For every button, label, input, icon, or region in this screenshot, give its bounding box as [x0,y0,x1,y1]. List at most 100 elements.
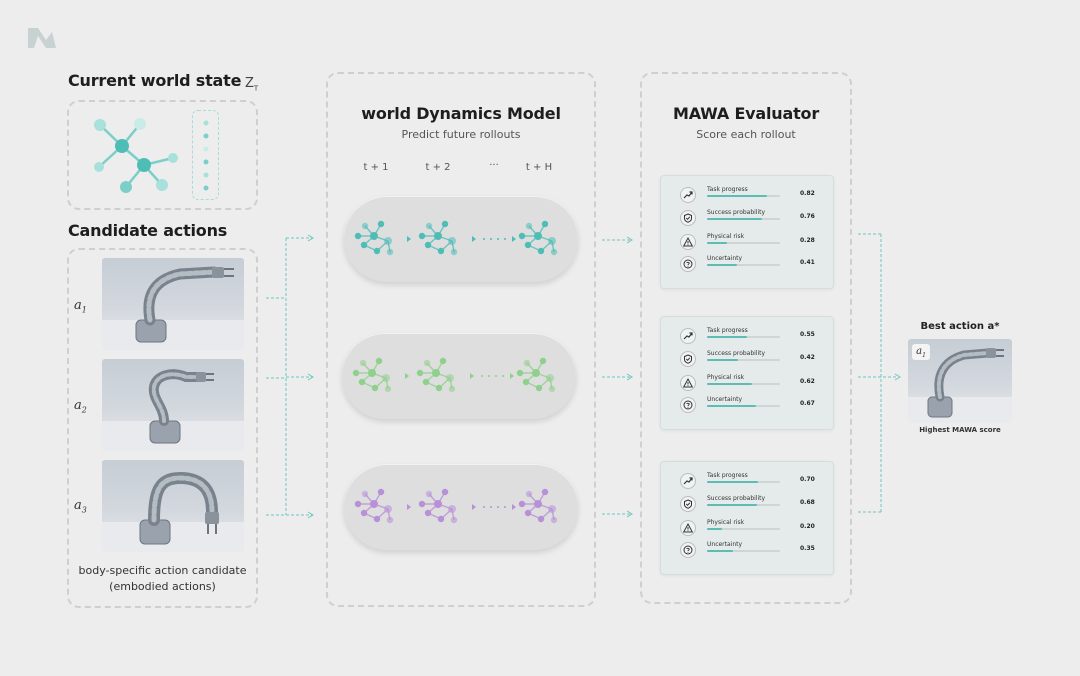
graph-node [523,359,531,367]
graph-node [446,374,454,382]
action-thumbnail-2 [102,359,244,451]
actions-to-dynamics-connector [266,234,314,519]
logo-icon [28,28,56,48]
graph-node [537,515,545,523]
graph-node [450,516,458,524]
graph-node [541,220,549,228]
warning-icon [680,375,696,391]
graph-node [541,488,549,496]
metric-bar [707,264,780,266]
metric-label: Physical risk [707,233,745,240]
metric-row-uncertainty: Uncertainty 0.41 [676,255,848,278]
graph-node [434,232,442,240]
graph-node [435,384,443,392]
robot-arm-icon [102,369,244,451]
metric-row-task-progress: Task progress 0.55 [676,327,848,350]
arrow-right-icon [512,504,516,510]
metric-label: Task progress [707,186,748,193]
graph-node [359,359,367,367]
metric-bar-fill [707,264,737,266]
evaluator-box [640,72,852,604]
graph-node [532,369,540,377]
arrow-right-icon [472,504,476,510]
graph-node [539,357,547,365]
metric-value: 0.70 [800,476,815,483]
metric-label: Success probability [707,350,766,357]
graph-node [370,232,378,240]
graph-node [371,384,379,392]
graph-node [516,369,524,377]
metric-label: Success probability [707,209,766,216]
graph-node [525,222,533,230]
metric-value: 0.55 [800,331,815,338]
ellipsis-dot [495,375,497,377]
graph-node [534,500,542,508]
metric-label: Task progress [707,327,748,334]
graph-node [354,232,362,240]
time-step-1: t + 1 [363,162,389,173]
graph-node [439,357,447,365]
action-label-1: a1 [74,298,87,315]
metric-row-success-probability: Success probability 0.42 [676,350,848,373]
metric-value: 0.62 [800,378,815,385]
graph-node [522,378,530,386]
graph-node [432,369,440,377]
graph-node [546,374,554,382]
metric-value: 0.41 [800,259,815,266]
ellipsis-dot [504,506,506,508]
graph-node [416,369,424,377]
graph-node [441,488,449,496]
metric-label: Uncertainty [707,255,743,262]
metric-bar-fill [707,242,728,244]
metric-bar [707,528,780,530]
graph-node [550,516,558,524]
graph-node [418,500,426,508]
action-thumbnail-3 [102,460,244,552]
graph-node [524,241,532,249]
metric-bar-fill [707,195,767,197]
arrow-right-icon [407,236,411,242]
metric-bar [707,336,780,338]
metric-label: Success probability [707,495,766,502]
evaluator-subtitle: Score each rollout [696,128,796,141]
robot-arm-icon [102,266,244,350]
graph-node [548,385,556,393]
graph-node [352,369,360,377]
graph-node [373,515,381,523]
dynamics-title: world Dynamics Model [361,104,561,123]
graph-node [448,237,456,245]
metric-bar-fill [707,504,757,506]
metric-bar-fill [707,218,763,220]
robot-arm-icon [102,471,244,552]
metric-bar-fill [707,383,753,385]
graph-node [375,357,383,365]
shield-check-icon [680,496,696,512]
graph-node [384,237,392,245]
graph-node [370,500,378,508]
arrow-right-icon [472,236,476,242]
warning-icon [680,234,696,250]
dynamics-subtitle: Predict future rollouts [401,128,521,141]
warning-icon [680,520,696,536]
candidate-caption: body-specific action candidate (embodied… [78,564,247,593]
world-state-graph-icon [94,118,178,193]
ellipsis-dot [504,238,506,240]
latent-vector [192,110,219,200]
action-label-2: a2 [74,398,87,415]
graph-node [425,490,433,498]
arrow-right-icon [470,373,474,379]
world-state-title: Current world state [68,71,242,90]
graph-node [425,222,433,230]
metric-value: 0.42 [800,354,815,361]
graph-node [518,232,526,240]
trend-up-icon [680,328,696,344]
metric-label: Physical risk [707,519,745,526]
dynamics-to-evaluator-connector [602,236,633,518]
metric-bar [707,359,780,361]
graph-node [518,500,526,508]
ellipsis-dot [488,375,490,377]
